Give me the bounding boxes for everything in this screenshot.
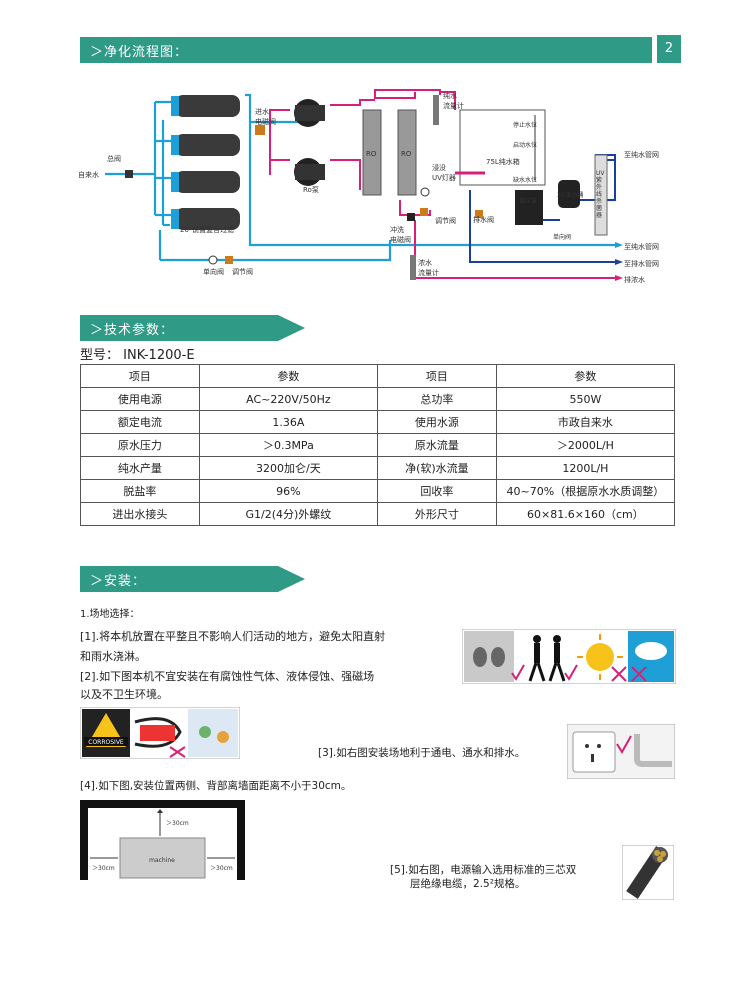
label-start-level: 启动水位 bbox=[513, 142, 538, 149]
install-point-1-line-1: [1].将本机放置在平整且不影响人们活动的地方，避免太阳直射 bbox=[80, 630, 386, 643]
table-cell: 市政自来水 bbox=[495, 410, 676, 434]
label-low-level: 缺水水位 bbox=[513, 177, 538, 184]
machine-label: machine bbox=[149, 857, 175, 864]
table-cell: 进出水接头 bbox=[80, 502, 200, 526]
table-header: 参数 bbox=[495, 364, 676, 388]
label-flush-valve: 冲洗 电磁阀 bbox=[390, 226, 411, 244]
section-header-flow: ＞净化流程图： bbox=[80, 37, 652, 63]
flow-diagram bbox=[105, 89, 623, 281]
table-cell: 外形尺寸 bbox=[376, 502, 497, 526]
table-row: 使用电源 AC~220V/50Hz 总功率 550W bbox=[80, 387, 676, 411]
label-prefilter: 20"前置复合过滤 bbox=[180, 226, 235, 234]
table-cell: ＞0.3MPa bbox=[198, 433, 378, 457]
table-cell: 40~70%（根据原水水质调整） bbox=[495, 479, 676, 503]
label-drain-valve: 排水阀 bbox=[473, 216, 494, 224]
power-outlet-image bbox=[567, 724, 675, 779]
label-out-concentrate: 排浓水 bbox=[624, 276, 645, 284]
section-title: ＞净化流程图： bbox=[90, 45, 189, 60]
label-pure-flowmeter: 纯水 流量计 bbox=[443, 92, 464, 110]
table-cell: 净(软)水流量 bbox=[376, 456, 497, 480]
table-cell: 550W bbox=[495, 387, 676, 411]
label-ro-2: RO bbox=[401, 150, 412, 158]
install-point-5-line-1: [5].如右图，电源输入选用标准的三芯双 bbox=[390, 864, 577, 876]
label-check-valve: 单向阀 bbox=[203, 268, 224, 276]
table-row: 额定电流 1.36A 使用水源 市政自来水 bbox=[80, 410, 676, 434]
label-check-valve-2: 单向阀 bbox=[553, 234, 572, 241]
table-cell: G1/2(4分)外螺纹 bbox=[198, 502, 378, 526]
table-header: 参数 bbox=[198, 364, 378, 388]
install-point-4: [4].如下图,安装位置两侧、背部离墙面距离不小于30cm。 bbox=[80, 780, 352, 792]
label-ro-1: RO bbox=[366, 150, 377, 158]
label-stop-level: 停止水位 bbox=[513, 122, 538, 129]
table-cell: 总功率 bbox=[376, 387, 497, 411]
label-tap-water: 自来水 bbox=[78, 171, 99, 179]
label-conc-flowmeter: 浓水 流量计 bbox=[418, 259, 439, 277]
label-regulating-valve-2: 调节阀 bbox=[232, 268, 253, 276]
section-title: ＞技术参数： bbox=[90, 323, 175, 338]
table-cell: 使用电源 bbox=[80, 387, 200, 411]
dist-left-label: ＞30cm bbox=[92, 865, 115, 872]
table-cell: 纯水产量 bbox=[80, 456, 200, 480]
section-title: ＞安装： bbox=[90, 574, 147, 589]
table-header-row: 项目 参数 项目 参数 bbox=[80, 364, 676, 388]
table-row: 脱盐率 96% 回收率 40~70%（根据原水水质调整） bbox=[80, 479, 676, 503]
label-uv: 浸没 UV灯器 bbox=[432, 164, 456, 182]
label-booster: 增压泵 bbox=[519, 198, 538, 205]
spec-table: 项目 参数 项目 参数 使用电源 AC~220V/50Hz 总功率 550W 额… bbox=[80, 364, 676, 526]
dist-right-label: ＞30cm bbox=[210, 865, 233, 872]
table-cell: 回收率 bbox=[376, 479, 497, 503]
table-cell: 额定电流 bbox=[80, 410, 200, 434]
table-cell: 原水压力 bbox=[80, 433, 200, 457]
table-header: 项目 bbox=[376, 364, 497, 388]
table-cell: 脱盐率 bbox=[80, 479, 200, 503]
label-master-valve: 总阀 bbox=[107, 155, 121, 163]
table-cell: 1.36A bbox=[198, 410, 378, 434]
label-out-drain: 至排水管网 bbox=[624, 260, 659, 268]
label-regulating-valve: 调节阀 bbox=[435, 217, 456, 225]
table-cell: 3200加仑/天 bbox=[198, 456, 378, 480]
install-point-2-line-1: [2].如下图本机不宜安装在有腐蚀性气体、液体侵蚀、强磁场 bbox=[80, 670, 375, 683]
bad-environment-image: CORROSIVE bbox=[80, 707, 240, 759]
label-tank: 75L纯水箱 bbox=[486, 158, 520, 166]
table-cell: ＞2000L/H bbox=[495, 433, 676, 457]
table-row: 纯水产量 3200加仑/天 净(软)水流量 1200L/H bbox=[80, 456, 676, 480]
install-point-2-line-2: 以及不卫生环境。 bbox=[80, 688, 168, 701]
install-point-5-line-2: 层绝缘电缆，2.5²规格。 bbox=[410, 878, 526, 890]
table-cell: AC~220V/50Hz bbox=[198, 387, 378, 411]
prefilter-housings bbox=[171, 95, 240, 230]
power-cable-image bbox=[622, 845, 674, 900]
table-cell: 使用水源 bbox=[376, 410, 497, 434]
label-pressure-tank: 3G压力桶 bbox=[557, 192, 584, 199]
section-header-tech: ＞技术参数： bbox=[80, 315, 305, 341]
install-point-1-line-2: 和雨水浇淋。 bbox=[80, 650, 146, 663]
label-uv-sterilizer: UV紫外线杀菌器 bbox=[596, 170, 605, 219]
table-cell: 原水流量 bbox=[376, 433, 497, 457]
model-number: 型号： INK-1200-E bbox=[80, 348, 195, 363]
label-out-pure: 至纯水管网 bbox=[624, 151, 659, 159]
label-out-pure-2: 至纯水管网 bbox=[624, 243, 659, 251]
site-selection-title: 1.场地选择： bbox=[80, 609, 140, 620]
corrosive-label: CORROSIVE bbox=[88, 739, 124, 746]
section-header-install: ＞安装： bbox=[80, 566, 305, 592]
table-cell: 96% bbox=[198, 479, 378, 503]
table-cell: 60×81.6×160（cm） bbox=[495, 502, 676, 526]
clearance-diagram: machine ＞30cm ＞30cm ＞30cm bbox=[80, 800, 245, 880]
table-cell: 1200L/H bbox=[495, 456, 676, 480]
dist-top-label: ＞30cm bbox=[166, 820, 189, 827]
avoid-conditions-image bbox=[462, 629, 676, 684]
install-point-3: [3].如右图安装场地利于通电、通水和排水。 bbox=[318, 747, 526, 759]
table-header: 项目 bbox=[80, 364, 200, 388]
label-ro-pump: Ro泵 bbox=[303, 186, 319, 194]
label-inlet-valve: 进水 电磁阀 bbox=[255, 108, 276, 126]
table-row: 进出水接头 G1/2(4分)外螺纹 外形尺寸 60×81.6×160（cm） bbox=[80, 502, 676, 526]
page-number: 2 bbox=[657, 35, 681, 63]
table-row: 原水压力 ＞0.3MPa 原水流量 ＞2000L/H bbox=[80, 433, 676, 457]
